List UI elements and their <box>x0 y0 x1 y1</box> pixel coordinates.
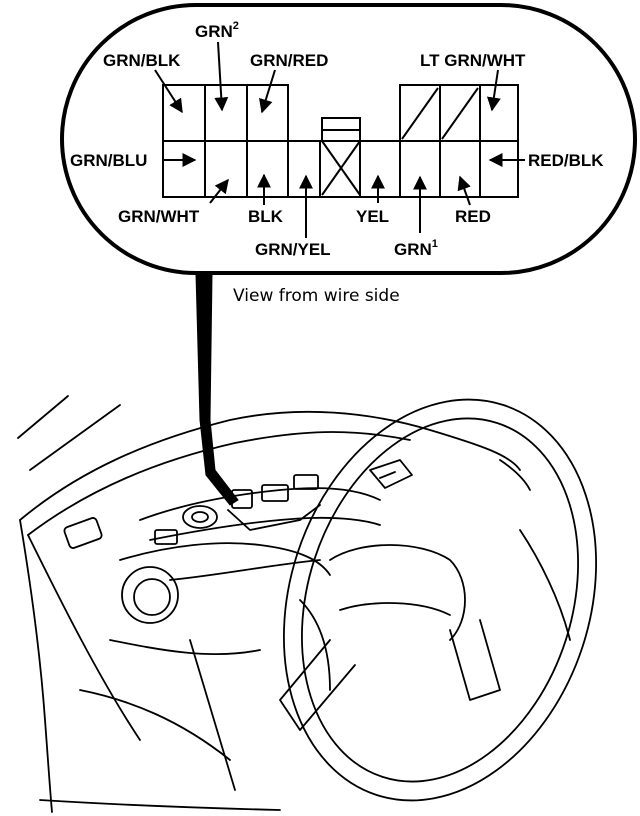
dashboard-illustration <box>17 395 597 813</box>
connector-face <box>162 84 519 198</box>
label-grn-red: GRN/RED <box>250 51 328 70</box>
callout-pointer <box>195 273 239 506</box>
leader-lines <box>154 41 525 238</box>
label-yel: YEL <box>356 207 389 226</box>
label-grn-2: GRN2 <box>195 20 239 41</box>
label-grn-wht: GRN/WHT <box>118 207 200 226</box>
label-blk: BLK <box>248 207 284 226</box>
label-red-blk: RED/BLK <box>528 151 604 170</box>
label-grn-yel: GRN/YEL <box>255 240 331 259</box>
label-grn-blu: GRN/BLU <box>70 151 147 170</box>
callout-bubble <box>60 3 637 275</box>
label-lt-grn-wht: LT GRN/WHT <box>420 51 526 70</box>
label-grn-1: GRN1 <box>394 238 438 259</box>
label-grn-blk: GRN/BLK <box>103 51 181 70</box>
view-caption: View from wire side <box>233 286 400 306</box>
label-red: RED <box>455 207 491 226</box>
